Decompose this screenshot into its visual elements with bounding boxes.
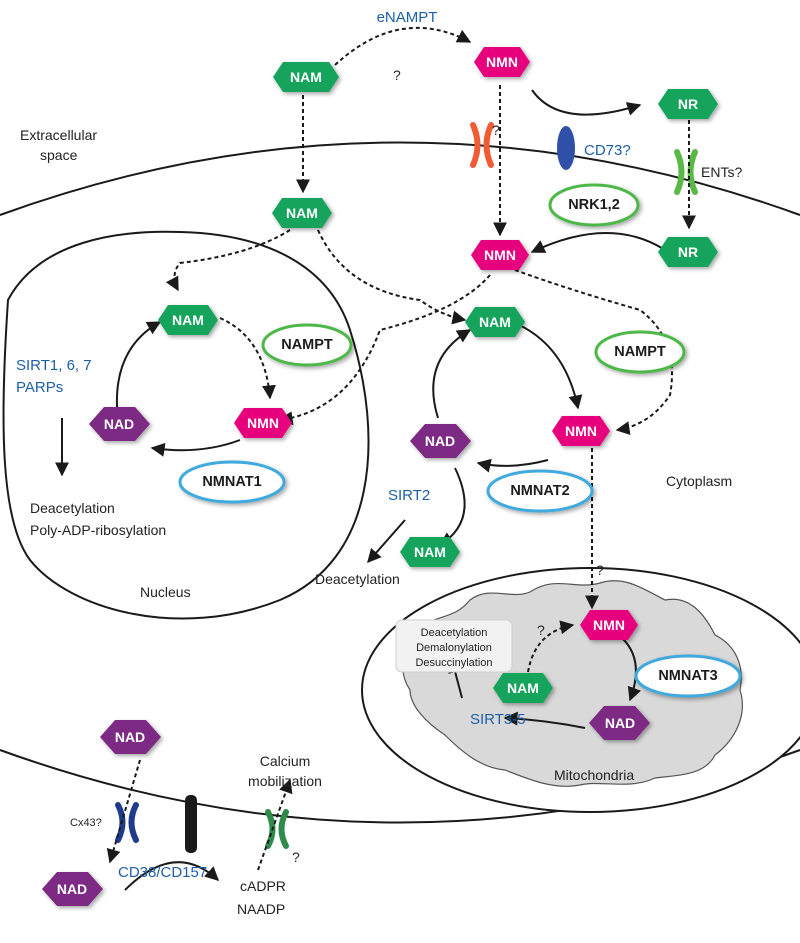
svg-text:NMNAT2: NMNAT2 xyxy=(510,483,569,499)
naadp-label: NAADP xyxy=(237,901,285,917)
svg-text:NAMPT: NAMPT xyxy=(281,337,333,353)
mito-desuccinylation: Desuccinylation xyxy=(415,657,492,669)
svg-text:?: ? xyxy=(596,562,604,578)
svg-text:NRK1,2: NRK1,2 xyxy=(568,197,620,213)
nmn-extracellular: NMN xyxy=(474,47,530,77)
nad-cytoplasm: NAD xyxy=(410,424,471,458)
nucleus-output-polyadp: Poly-ADP-ribosylation xyxy=(30,522,166,538)
question-marks: ? ? ? ? ? xyxy=(292,67,604,865)
svg-text:NMN: NMN xyxy=(593,617,625,633)
cytoplasm-label: Cytoplasm xyxy=(666,473,732,489)
parps-label: PARPs xyxy=(16,379,63,396)
sirt167-label: SIRT1, 6, 7 xyxy=(16,357,92,374)
cx43-label: Cx43? xyxy=(70,817,102,829)
svg-text:NR: NR xyxy=(678,96,698,112)
enampt-label: eNAMPT xyxy=(377,9,438,26)
nampt-cytoplasm-enzyme: NAMPT xyxy=(594,330,686,374)
arrows xyxy=(55,26,696,891)
nam-sirt2-product: NAM xyxy=(400,537,460,567)
mito-demalonylation: Demalonylation xyxy=(416,642,492,654)
nampt-nucleus-enzyme: NAMPT xyxy=(261,323,353,367)
sirt35-label: SIRT3-5 xyxy=(470,711,526,728)
transporter-channel-orange xyxy=(470,122,494,168)
nad-extracellular: NAD xyxy=(100,720,161,754)
mitochondria-label: Mitochondria xyxy=(554,767,634,783)
nmn-cytoplasm: NMN xyxy=(552,416,610,446)
svg-text:NMN: NMN xyxy=(484,247,516,263)
nmn-nucleus: NMN xyxy=(234,408,292,438)
nr-extracellular: NR xyxy=(658,89,718,119)
nucleus-output-deacetylation: Deacetylation xyxy=(30,500,115,516)
svg-text:NAD: NAD xyxy=(115,729,145,745)
svg-text:NAM: NAM xyxy=(286,205,318,221)
mito-deacetylation: Deacetylation xyxy=(421,627,488,639)
calcium-label-1: Calcium xyxy=(260,753,311,769)
cadpr-label: cADPR xyxy=(240,878,286,894)
svg-text:NAM: NAM xyxy=(507,680,539,696)
nmn-mitochondria: NMN xyxy=(580,610,638,640)
svg-text:NAD: NAD xyxy=(57,881,87,897)
nrk-enzyme: NRK1,2 xyxy=(548,183,640,227)
svg-text:NR: NR xyxy=(678,244,698,260)
nmnat2-enzyme: NMNAT2 xyxy=(486,469,594,513)
nam-cytoplasm: NAM xyxy=(465,307,525,337)
nad-nucleus: NAD xyxy=(89,407,150,441)
svg-text:?: ? xyxy=(537,622,545,638)
svg-text:?: ? xyxy=(393,67,401,83)
svg-text:NAD: NAD xyxy=(425,433,455,449)
nam-mitochondria: NAM xyxy=(493,673,553,703)
nmnat1-enzyme: NMNAT1 xyxy=(178,460,286,504)
svg-text:NMN: NMN xyxy=(565,423,597,439)
svg-text:NMNAT1: NMNAT1 xyxy=(202,474,261,490)
nuclear-membrane xyxy=(2,230,370,620)
cd38-protein xyxy=(185,795,197,853)
svg-text:?: ? xyxy=(292,849,300,865)
mito-function-box xyxy=(395,619,513,673)
svg-text:?: ? xyxy=(492,122,500,138)
nad-intracellular-bottom: NAD xyxy=(42,872,103,906)
plasma-membrane-top xyxy=(0,141,800,216)
nam-extracellular: NAM xyxy=(273,62,339,92)
svg-text:NAM: NAM xyxy=(414,544,446,560)
extracellular-label-1: Extracellular xyxy=(20,127,97,143)
nr-intracellular: NR xyxy=(658,237,718,267)
sirt2-label: SIRT2 xyxy=(388,487,430,504)
nucleus-label: Nucleus xyxy=(140,584,191,600)
svg-text:NAD: NAD xyxy=(605,715,635,731)
cd73-label: CD73? xyxy=(584,142,631,159)
nam-nucleus: NAM xyxy=(158,305,218,335)
svg-text:NMN: NMN xyxy=(247,415,279,431)
ents-channel-green xyxy=(674,149,698,195)
svg-text:NMNAT3: NMNAT3 xyxy=(658,668,717,684)
nmn-cytoplasm-entry: NMN xyxy=(471,240,529,270)
deacetylation-label: Deacetylation xyxy=(315,571,400,587)
extracellular-label-2: space xyxy=(40,147,78,163)
svg-text:NAM: NAM xyxy=(172,312,204,328)
svg-text:NAD: NAD xyxy=(104,416,134,432)
nmnat3-enzyme: NMNAT3 xyxy=(634,654,742,698)
svg-text:NAM: NAM xyxy=(479,314,511,330)
nad-mitochondria: NAD xyxy=(589,706,650,740)
cd38-label: CD38/CD157 xyxy=(118,864,207,881)
ents-label: ENTs? xyxy=(701,164,742,180)
calcium-label-2: mobilization xyxy=(248,773,322,789)
cd73-protein xyxy=(557,126,575,170)
svg-text:NAMPT: NAMPT xyxy=(614,344,666,360)
svg-text:NAM: NAM xyxy=(290,69,322,85)
nam-membrane: NAM xyxy=(272,198,332,228)
svg-text:NMN: NMN xyxy=(486,54,518,70)
